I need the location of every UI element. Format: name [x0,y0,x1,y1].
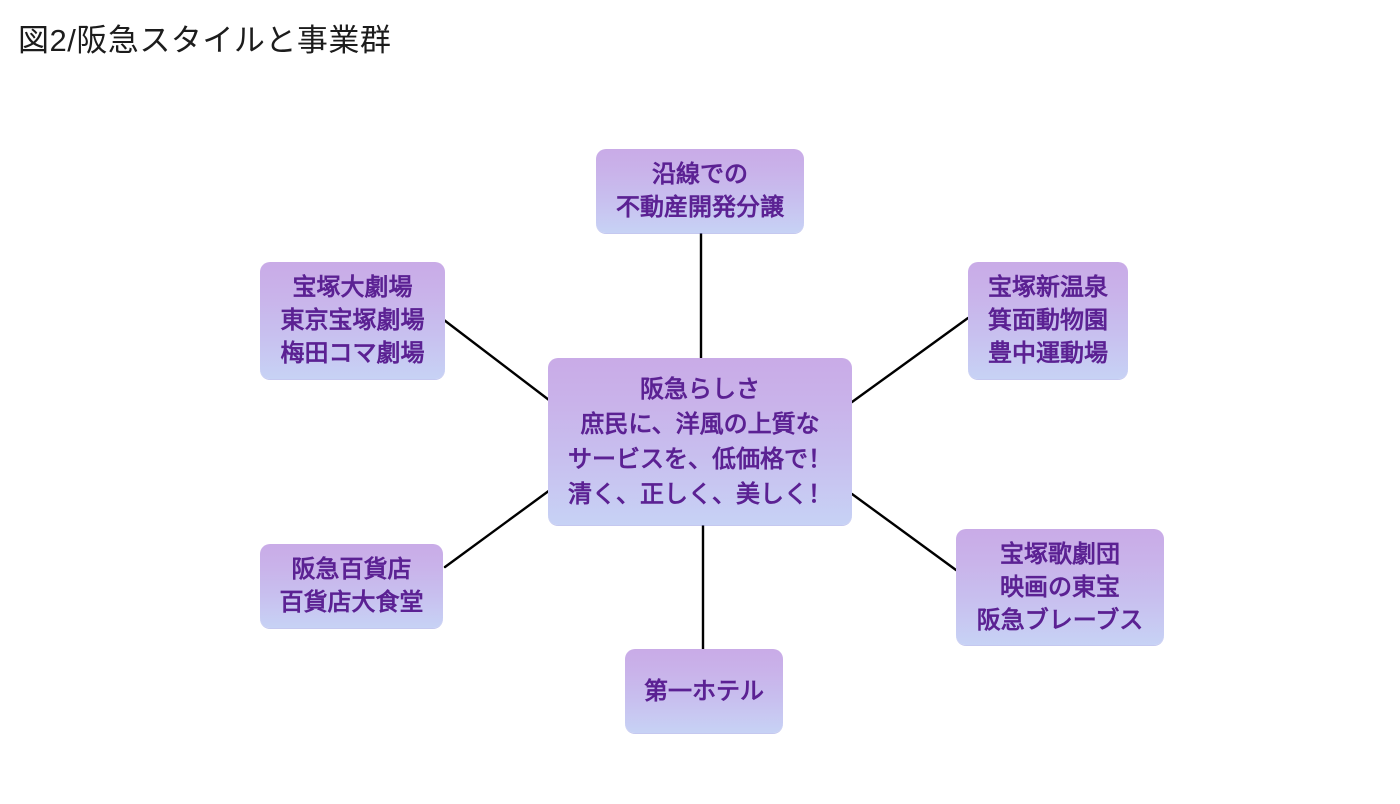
node-label-line: 清く、正しく、美しく！ [568,480,832,508]
node-label-line: 第一ホテル [644,677,764,705]
edge-center-upper-left [442,318,551,402]
node-label-line: 庶民に、洋風の上質な [580,410,820,438]
node-label-line: 阪急らしさ [640,375,760,403]
edge-center-lower-left [443,488,552,569]
edge-center-upper-right [850,316,970,404]
node-railway-real-estate: 沿線での 不動産開発分譲 [596,149,804,233]
node-label-line: 豊中運動場 [988,340,1108,367]
edge-center-lower-right [850,492,958,572]
node-theaters: 宝塚大劇場 東京宝塚劇場 梅田コマ劇場 [260,262,445,379]
node-recreation: 宝塚新温泉 箕面動物園 豊中運動場 [968,262,1128,379]
node-label-line: 宝塚歌劇団 [1000,540,1120,568]
node-label-line: 阪急ブレーブス [976,606,1144,634]
node-label-line: 沿線での [652,161,748,188]
node-label-line: 百貨店大食堂 [279,589,424,616]
node-label-line: 映画の東宝 [1000,573,1120,601]
node-label-line: 阪急百貨店 [291,556,412,583]
node-hankyu-style-center: 阪急らしさ 庶民に、洋風の上質な サービスを、低価格で！ 清く、正しく、美しく！ [548,358,852,525]
node-hotel: 第一ホテル [625,649,783,733]
node-label-line: 不動産開発分譲 [616,194,784,221]
node-label-line: 宝塚大劇場 [292,274,413,301]
diagram-title: 図2/阪急スタイルと事業群 [18,23,392,58]
node-label-line: サービスを、低価格で！ [568,445,832,473]
node-entertainment: 宝塚歌劇団 映画の東宝 阪急ブレーブス [956,529,1164,645]
node-label-line: 東京宝塚劇場 [280,307,425,334]
node-label-line: 箕面動物園 [988,307,1108,334]
node-label-line: 宝塚新温泉 [988,274,1108,301]
node-department-store: 阪急百貨店 百貨店大食堂 [260,544,443,628]
node-label-line: 梅田コマ劇場 [280,340,425,367]
